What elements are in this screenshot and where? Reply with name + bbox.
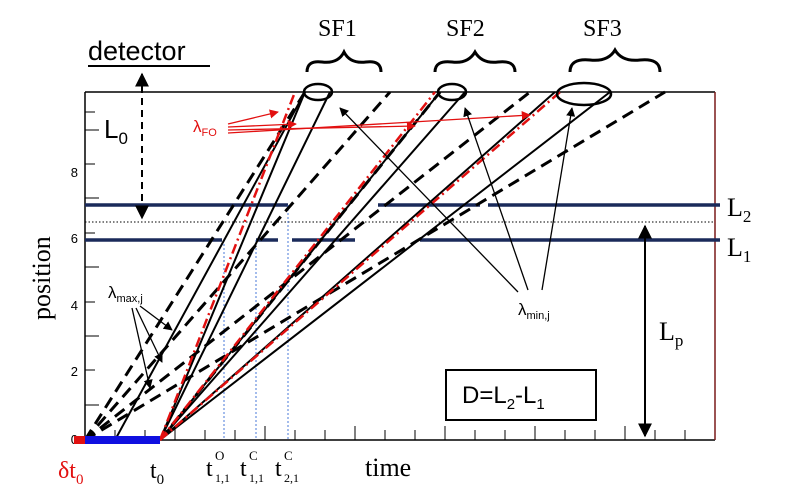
t0-label: t0 xyxy=(150,458,164,488)
t-close-21-sup: C xyxy=(284,448,293,463)
sf2-brace xyxy=(433,49,517,73)
sf3-brace xyxy=(568,47,662,73)
l1-label: L1 xyxy=(727,233,751,266)
y-tick-label: 8 xyxy=(71,165,78,180)
t-open-11-sub: 1,1 xyxy=(215,471,230,485)
sf1-brace xyxy=(305,48,383,73)
x-axis-ticks xyxy=(114,426,686,440)
d-formula-box xyxy=(445,369,597,421)
y-tick-label: 6 xyxy=(71,231,78,246)
d-formula-text: D=L2-L1 xyxy=(462,382,545,413)
t-open-11-sup: O xyxy=(215,448,224,463)
t-close-11-label: t xyxy=(240,456,247,482)
lambda-max-label: λmax,j xyxy=(108,283,143,305)
detector-label: detector xyxy=(88,36,186,66)
lambda-max-arrows xyxy=(131,305,173,389)
lp-label: Lp xyxy=(659,317,683,350)
lambda-min-arrows xyxy=(339,107,576,293)
l2-label: L2 xyxy=(727,193,751,226)
y-axis-label: position xyxy=(27,236,56,320)
sf3-label: SF3 xyxy=(583,16,622,42)
y-axis-ticks xyxy=(85,111,99,406)
t-close-11-sub: 1,1 xyxy=(249,471,264,485)
t-open-11-label: t xyxy=(206,456,213,482)
t-close-21-sub: 2,1 xyxy=(284,471,299,485)
lambda-fo-arrows xyxy=(227,109,531,134)
sf3-ellipse xyxy=(555,81,613,107)
sf2-ellipse xyxy=(436,82,468,102)
y-tick-label: 2 xyxy=(71,364,78,379)
l0-label: L0 xyxy=(104,114,128,148)
t-close-21-label: t xyxy=(275,456,282,482)
source-frame-ellipses xyxy=(302,81,613,107)
red-pulse-bar xyxy=(74,436,85,444)
t-close-11-sup: C xyxy=(249,448,258,463)
sf2-label: SF2 xyxy=(446,16,485,42)
sf1-ellipse xyxy=(302,82,334,102)
lambda-min-label: λmin,j xyxy=(518,300,550,322)
sf1-label: SF1 xyxy=(318,16,357,42)
x-axis-label: time xyxy=(365,453,411,482)
blue-pulse-bar xyxy=(85,436,160,444)
lambda-fo-label: λFO xyxy=(193,117,217,139)
delta-t0-label: δt0 xyxy=(58,458,83,488)
y-tick-labels: 0 2 4 6 8 xyxy=(71,165,78,447)
time-guide-lines xyxy=(223,205,289,440)
sf-braces xyxy=(305,47,662,73)
red-dashdot-trajectories xyxy=(158,91,561,441)
y-tick-label: 4 xyxy=(71,298,78,313)
